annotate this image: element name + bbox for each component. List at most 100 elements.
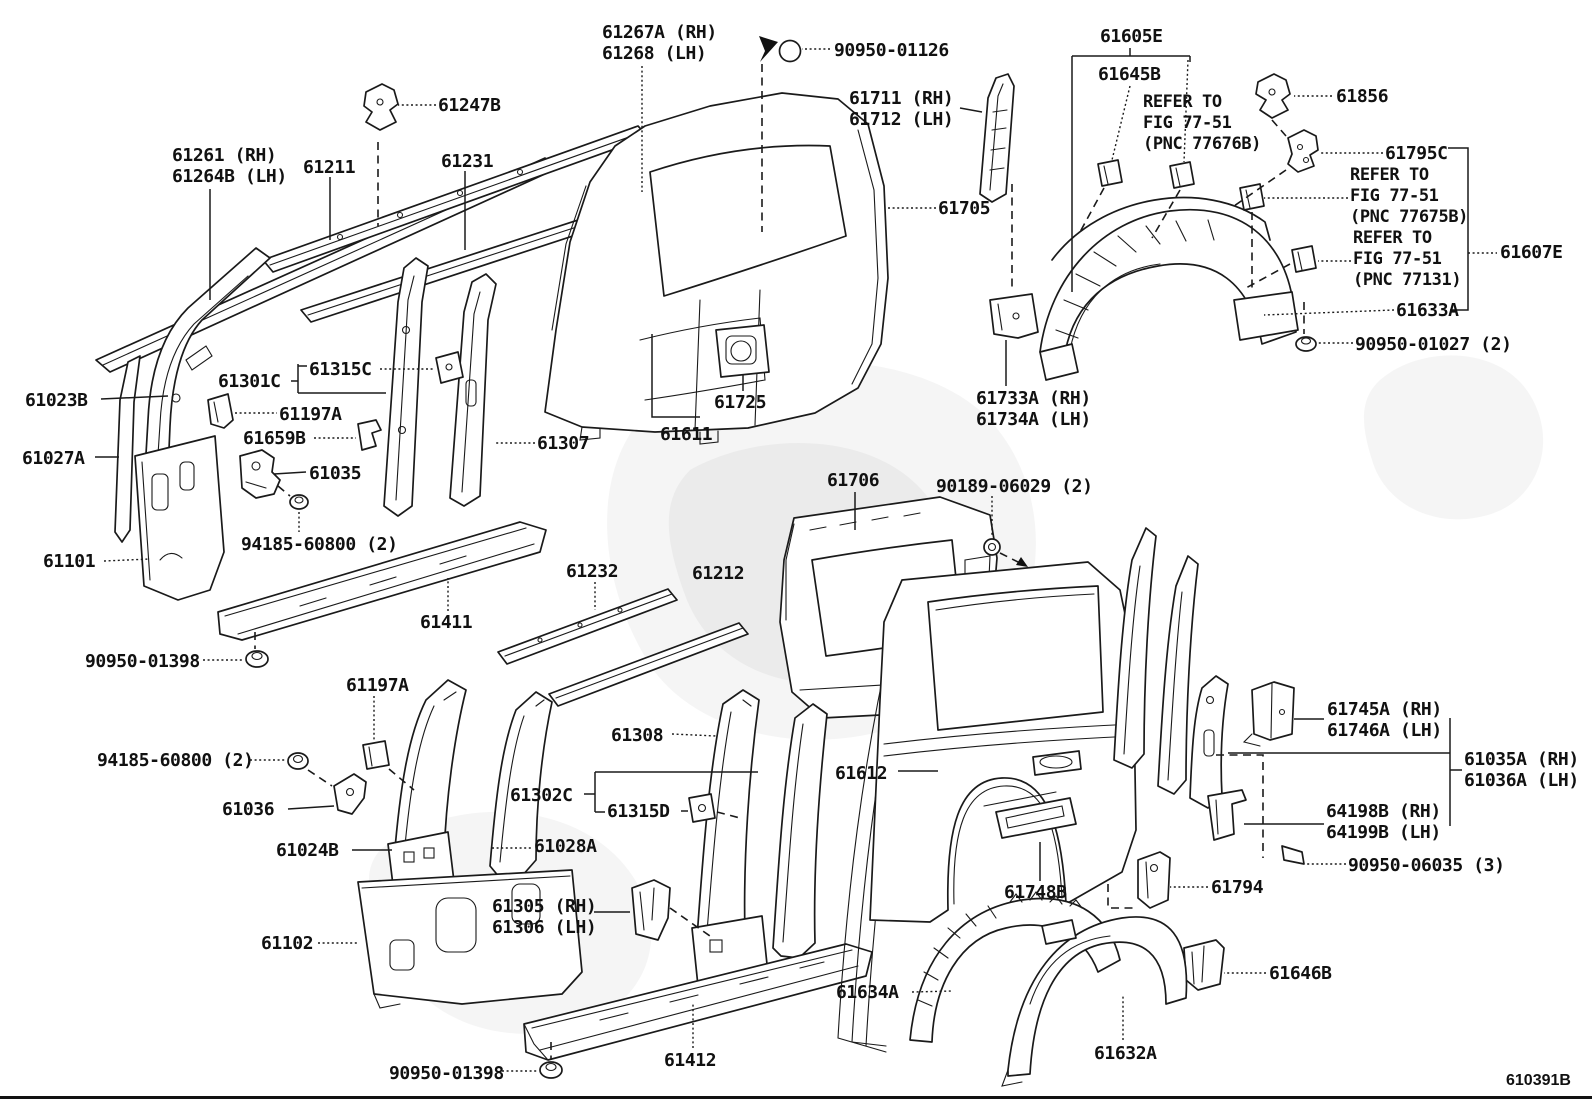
part-drawing-center-pillar-inner-61301C	[383, 257, 429, 517]
part-drawing-wheelhouse-inner	[1039, 196, 1299, 381]
part-label-61634A: 61634A	[836, 982, 899, 1003]
part-label-61315D: 61315D	[607, 801, 670, 822]
part-drawing-clip-77675B	[1239, 183, 1265, 211]
part-drawing-grommet-90189-06029	[983, 538, 1001, 556]
part-drawing-clip-61197A-upper	[207, 393, 234, 429]
part-drawing-clip-61659B	[357, 419, 382, 451]
part-label-61308: 61308	[611, 725, 664, 746]
part-label-61102: 61102	[261, 933, 314, 954]
part-drawing-clip-77131	[1291, 245, 1317, 273]
part-label-61611: 61611	[660, 424, 713, 445]
part-drawing-quarter-inner-61705	[544, 92, 889, 445]
part-drawing-grommet-90950-01398-lower	[539, 1061, 563, 1079]
part-label-61605E: 61605E	[1100, 26, 1163, 47]
part-drawing-clip-61315C	[435, 351, 464, 384]
part-label-61633A: 61633A	[1396, 300, 1459, 321]
part-drawing-clip-61645B	[1097, 159, 1123, 187]
part-label-61748B: 61748B	[1004, 882, 1067, 903]
part-drawing-pillar-61035A	[1189, 675, 1229, 809]
part-label-61725: 61725	[714, 392, 767, 413]
part-label-61733A-61734A: 61733A (RH) 61734A (LH)	[976, 388, 1091, 430]
part-drawing-pillar-61302C	[772, 703, 828, 959]
part-label-61231: 61231	[441, 151, 494, 172]
part-drawing-pillar-61711	[979, 73, 1015, 203]
refer-note-77676B: REFER TO FIG 77-51 (PNC 77676B)	[1143, 92, 1262, 154]
part-label-61028A: 61028A	[534, 836, 597, 857]
part-drawing-clip-61197A-lower	[362, 740, 390, 770]
part-drawing-wedge-90950-06035	[1281, 845, 1305, 865]
part-label-61302C: 61302C	[510, 785, 573, 806]
part-drawing-nut-94185-upper	[289, 494, 309, 510]
part-label-94185-60800-a: 94185-60800 (2)	[241, 534, 398, 555]
part-drawing-front-pillar-inner	[114, 247, 271, 601]
part-label-94185-60800-b: 94185-60800 (2)	[97, 750, 254, 771]
part-label-61795C: 61795C	[1385, 143, 1448, 164]
solid-leader-lines	[95, 48, 1469, 913]
arrowhead	[1016, 557, 1028, 567]
part-drawing-bracket-61733A	[989, 293, 1039, 339]
part-label-61247B: 61247B	[438, 95, 501, 116]
part-drawing-hinge-61035	[239, 449, 281, 499]
part-drawing-cowl-side-61102	[357, 869, 583, 1009]
refer-note-77131: REFER TO FIG 77-51 (PNC 77131)	[1353, 228, 1462, 290]
part-drawing-bracket-61795C	[1287, 129, 1319, 173]
part-label-61856: 61856	[1336, 86, 1389, 107]
part-label-61197A-upper: 61197A	[279, 404, 342, 425]
refer-note-77675B: REFER TO FIG 77-51 (PNC 77675B)	[1350, 165, 1469, 227]
part-label-61659B: 61659B	[243, 428, 306, 449]
part-label-61212: 61212	[692, 563, 745, 584]
part-label-61232: 61232	[566, 561, 619, 582]
part-drawing-plate-61748B	[995, 797, 1077, 839]
part-label-90950-01027: 90950-01027 (2)	[1355, 334, 1512, 355]
part-label-90950-01398-b: 90950-01398	[389, 1063, 504, 1084]
part-drawing-nut-94185-lower	[287, 752, 309, 770]
part-label-90950-01398-a: 90950-01398	[85, 651, 200, 672]
part-label-61411: 61411	[420, 612, 473, 633]
part-label-61301C: 61301C	[218, 371, 281, 392]
part-drawing-arch-61632A	[1001, 916, 1188, 1087]
part-label-61261-61264B: 61261 (RH) 61264B (LH)	[172, 145, 287, 187]
part-label-64198B-64199B: 64198B (RH) 64199B (LH)	[1326, 801, 1441, 843]
dashed-relation-lines	[254, 64, 1305, 1060]
part-drawing-pillar-61028A	[489, 691, 553, 879]
part-label-61794: 61794	[1211, 877, 1264, 898]
part-label-61645B: 61645B	[1098, 64, 1161, 85]
part-drawing-pin-90950-01126	[759, 36, 802, 63]
figure-code: 610391B	[1506, 1072, 1571, 1089]
part-drawing-grommet-90950-01027	[1295, 336, 1317, 352]
part-label-61267A-61268: 61267A (RH) 61268 (LH)	[602, 22, 717, 64]
part-label-90189-06029: 90189-06029 (2)	[936, 476, 1093, 497]
dotted-leader-lines	[103, 48, 1497, 1072]
part-label-61211: 61211	[303, 157, 356, 178]
bottom-border-rule	[0, 1096, 1592, 1099]
part-label-61705: 61705	[938, 198, 991, 219]
part-label-61706: 61706	[827, 470, 880, 491]
part-drawing-rail-61212	[548, 622, 749, 707]
part-label-61305-61306: 61305 (RH) 61306 (LH)	[492, 896, 597, 938]
part-drawing-bracket-61247B	[363, 83, 399, 131]
part-label-61035: 61035	[309, 463, 362, 484]
part-label-61035A-61036A: 61035A (RH) 61036A (LH)	[1464, 749, 1579, 791]
part-label-61612: 61612	[835, 763, 888, 784]
part-drawing-rear-pillar-strips	[1113, 527, 1199, 795]
part-label-61197A-lower: 61197A	[346, 675, 409, 696]
part-drawing-rocker-inner-61411	[217, 521, 547, 641]
part-label-61745A-61746A: 61745A (RH) 61746A (LH)	[1327, 699, 1442, 741]
part-drawing-grommet-90950-01398-upper	[245, 650, 269, 668]
part-drawing-bracket-61646B	[1183, 939, 1225, 991]
part-label-61027A: 61027A	[22, 448, 85, 469]
part-label-61023B: 61023B	[25, 390, 88, 411]
part-drawing-plate-61725	[715, 324, 770, 378]
part-label-61711-61712: 61711 (RH) 61712 (LH)	[849, 88, 954, 130]
part-drawing-bracket-61305	[631, 879, 671, 941]
part-label-61646B: 61646B	[1269, 963, 1332, 984]
part-drawing-quarter-outer-61612	[837, 561, 1137, 1053]
part-drawing-bracket-61856	[1255, 73, 1291, 119]
part-label-61412: 61412	[664, 1050, 717, 1071]
part-label-61632A: 61632A	[1094, 1043, 1157, 1064]
part-drawing-bracket-61794	[1137, 851, 1171, 909]
part-label-61036: 61036	[222, 799, 275, 820]
part-drawing-clip-77676B	[1169, 161, 1195, 189]
